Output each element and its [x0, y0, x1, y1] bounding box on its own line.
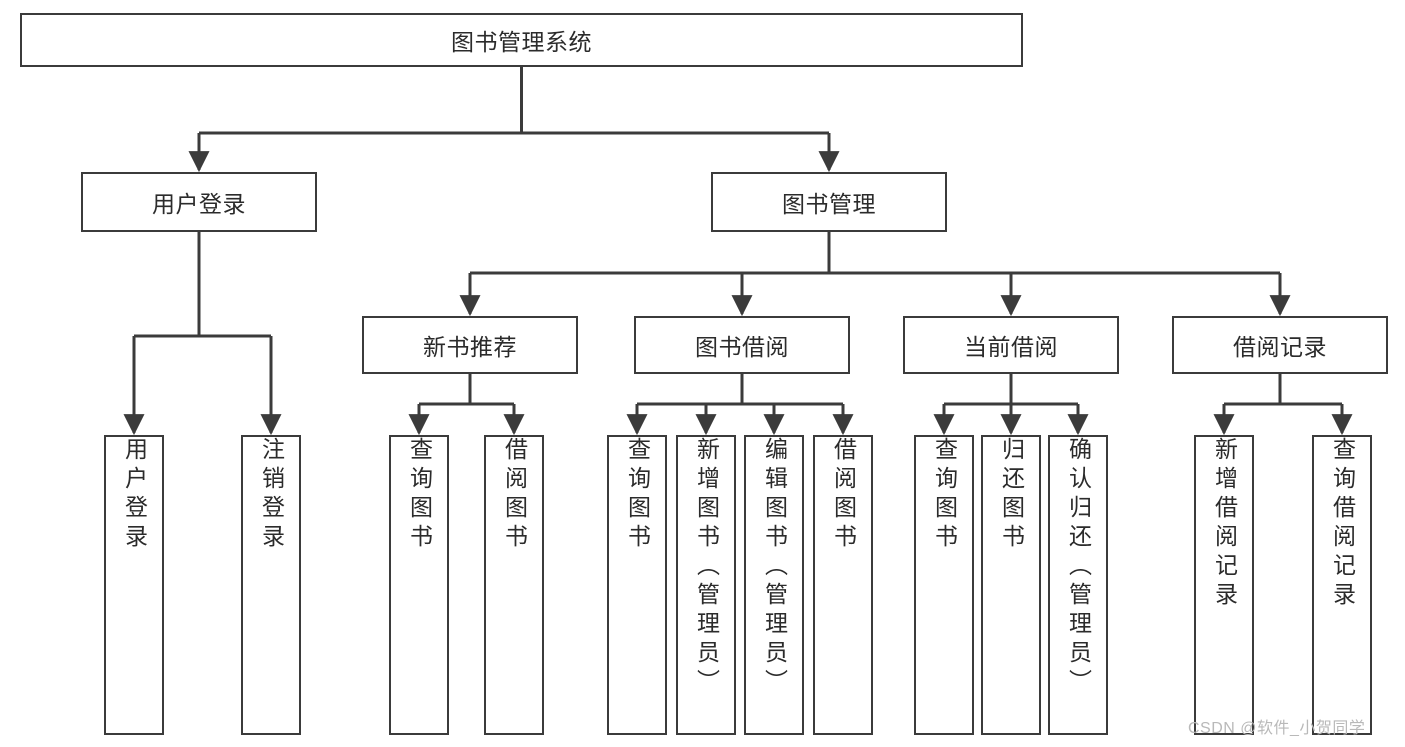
- leaf-node-2[interactable]: 查询图书: [389, 435, 449, 735]
- leaf-node-0[interactable]: 用户登录: [104, 435, 164, 735]
- level2-node-3[interactable]: 借阅记录: [1172, 316, 1388, 374]
- node-label: 图书借阅: [695, 334, 789, 360]
- node-label-vertical: 编辑图书（管理员）: [761, 437, 788, 698]
- node-label: 用户登录: [152, 191, 246, 217]
- node-label-vertical: 新增图书（管理员）: [693, 437, 720, 698]
- level2-node-2[interactable]: 当前借阅: [903, 316, 1119, 374]
- root-node-0[interactable]: 图书管理系统: [20, 13, 1023, 67]
- leaf-node-7[interactable]: 借阅图书: [813, 435, 873, 735]
- node-label-vertical: 用户登录: [121, 437, 148, 553]
- leaf-node-6[interactable]: 编辑图书（管理员）: [744, 435, 804, 735]
- leaf-node-1[interactable]: 注销登录: [241, 435, 301, 735]
- node-label-vertical: 查询图书: [624, 437, 651, 553]
- node-label-vertical: 查询借阅记录: [1329, 437, 1356, 611]
- leaf-node-4[interactable]: 查询图书: [607, 435, 667, 735]
- leaf-node-12[interactable]: 查询借阅记录: [1312, 435, 1372, 735]
- node-label-vertical: 归还图书: [998, 437, 1025, 553]
- node-label-vertical: 查询图书: [406, 437, 433, 553]
- node-label-vertical: 查询图书: [931, 437, 958, 553]
- node-label: 当前借阅: [964, 334, 1058, 360]
- leaf-node-5[interactable]: 新增图书（管理员）: [676, 435, 736, 735]
- node-label: 图书管理: [782, 191, 876, 217]
- csdn-watermark: CSDN @软件_小贺同学: [1188, 720, 1366, 737]
- node-label: 新书推荐: [423, 334, 517, 360]
- leaf-node-8[interactable]: 查询图书: [914, 435, 974, 735]
- leaf-node-9[interactable]: 归还图书: [981, 435, 1041, 735]
- level2-node-1[interactable]: 图书借阅: [634, 316, 850, 374]
- leaf-node-11[interactable]: 新增借阅记录: [1194, 435, 1254, 735]
- node-label-vertical: 注销登录: [258, 437, 285, 553]
- level1-node-0[interactable]: 用户登录: [81, 172, 317, 232]
- node-label-vertical: 确认归还（管理员）: [1065, 437, 1092, 698]
- node-label-vertical: 借阅图书: [830, 437, 857, 553]
- leaf-node-3[interactable]: 借阅图书: [484, 435, 544, 735]
- leaf-node-10[interactable]: 确认归还（管理员）: [1048, 435, 1108, 735]
- node-label-vertical: 借阅图书: [501, 437, 528, 553]
- level1-node-1[interactable]: 图书管理: [711, 172, 947, 232]
- node-label-vertical: 新增借阅记录: [1211, 437, 1238, 611]
- node-label: 借阅记录: [1233, 334, 1327, 360]
- level2-node-0[interactable]: 新书推荐: [362, 316, 578, 374]
- node-label: 图书管理系统: [451, 29, 592, 55]
